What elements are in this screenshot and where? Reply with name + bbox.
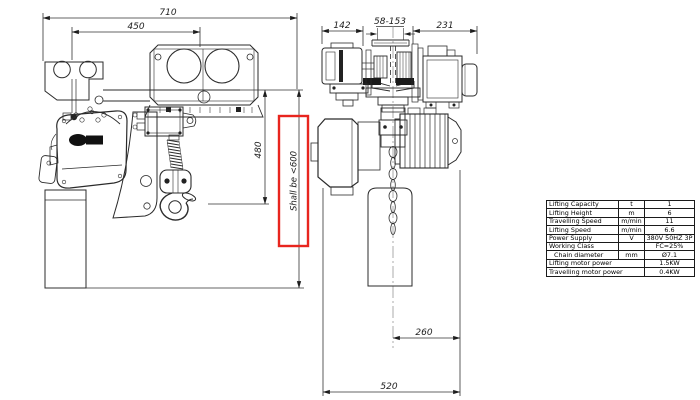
spec-label: Lifting Speed xyxy=(546,225,619,235)
spec-value: Ø7.1 xyxy=(644,250,695,260)
spec-value: 380V 50HZ 3P xyxy=(644,233,695,243)
spec-unit: t xyxy=(618,199,645,210)
spec-unit: V xyxy=(618,233,645,243)
spec-value: 1.5KW xyxy=(644,258,695,269)
dim-label-480: 480 xyxy=(254,141,264,158)
spec-value: 1 xyxy=(644,199,695,210)
drive-assembly xyxy=(422,45,478,109)
spec-unit: m xyxy=(618,208,645,218)
guide-plate xyxy=(112,111,158,219)
table-row: Power Supply V 380V 50HZ 3P xyxy=(546,233,695,243)
table-row: Lifting Height m 6 xyxy=(546,208,695,218)
spec-label: Lifting Height xyxy=(546,208,619,218)
chain-bag-front xyxy=(44,189,87,289)
dim-front-total xyxy=(42,13,298,89)
spec-unit: mm xyxy=(618,250,645,260)
dim-label-58-153: 58-153 xyxy=(374,17,406,27)
dim-label-710: 710 xyxy=(159,8,176,18)
headroom-note-text: Shall be <600 xyxy=(290,151,300,211)
spec-value: 6.6 xyxy=(644,225,695,235)
brand-logo xyxy=(69,134,103,146)
dim-side-drive xyxy=(412,26,478,54)
dim-side-total xyxy=(322,188,461,396)
spec-label: Travelling Speed xyxy=(546,216,619,227)
spec-label: Lifting Capacity xyxy=(546,199,619,210)
dim-label-260: 260 xyxy=(415,328,432,338)
hoist-body xyxy=(49,109,128,189)
dim-label-142: 142 xyxy=(333,21,350,31)
travelling-motor xyxy=(321,42,374,107)
dim-label-520: 520 xyxy=(380,382,397,392)
spec-value: 11 xyxy=(644,216,695,227)
control-box xyxy=(132,106,197,137)
spec-unit: m/min xyxy=(618,225,645,235)
table-row: Travelling Speed m/min 11 xyxy=(546,216,695,227)
front-view: 710 450 xyxy=(38,8,310,289)
spec-unit: m/min xyxy=(618,216,645,227)
suspension-dome xyxy=(65,106,121,125)
chain-bag-side xyxy=(367,187,413,287)
hoist-body-side xyxy=(310,118,381,196)
spec-label: Power Supply xyxy=(546,233,619,243)
table-row: Lifting Speed m/min 6.6 xyxy=(546,225,695,235)
dim-beam-flange xyxy=(366,26,415,40)
spec-label: Working Class xyxy=(546,241,619,252)
spec-value: 6 xyxy=(644,208,695,218)
spec-label: Lifting motor power xyxy=(546,258,645,269)
dim-front-trolley xyxy=(71,27,201,60)
dim-headroom xyxy=(45,89,304,289)
headroom-highlight-box xyxy=(277,114,310,248)
trolley-wheel-plate xyxy=(144,44,264,118)
dim-label-231: 231 xyxy=(436,21,453,31)
spec-label: Chain diameter xyxy=(546,250,619,260)
hook xyxy=(159,192,197,221)
lifting-motor xyxy=(394,107,462,169)
spec-value: FC=25% xyxy=(644,241,695,252)
dim-label-450: 450 xyxy=(127,22,144,32)
dim-front-height xyxy=(208,89,303,205)
table-row: Lifting motor power 1.5KW xyxy=(546,258,695,269)
table-row: Chain diameter mm Ø7.1 xyxy=(546,250,695,260)
spec-value: 0.4KW xyxy=(644,267,695,277)
dim-bag-offset xyxy=(392,170,461,396)
dim-side-motor xyxy=(321,26,364,46)
table-row: Lifting Capacity t 1 xyxy=(546,199,695,210)
table-row: Travelling motor power 0.4KW xyxy=(546,267,695,277)
suspension-stack xyxy=(365,87,421,113)
chain-spring xyxy=(166,134,184,170)
table-row: Working Class FC=25% xyxy=(546,241,695,252)
side-view: 142 58-153 231 xyxy=(310,17,478,396)
spec-unit xyxy=(618,241,645,252)
spec-table: Lifting Capacity t 1 Lifting Height m 6 … xyxy=(546,199,695,277)
hook-block xyxy=(159,169,192,194)
trolley-wheels-side xyxy=(363,43,424,103)
spec-label: Travelling motor power xyxy=(546,267,645,277)
pendant-control xyxy=(38,133,58,184)
